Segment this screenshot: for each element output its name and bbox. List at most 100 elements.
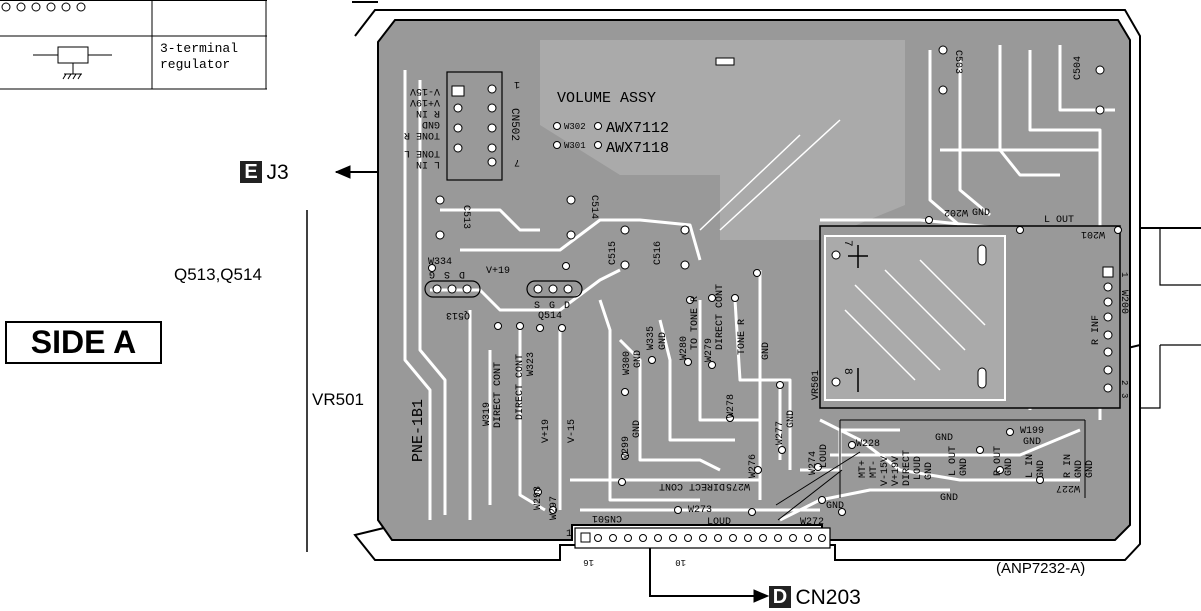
w279-label: W279 [704, 338, 715, 362]
c513-label: C513 [460, 205, 471, 229]
svg-text:V+19V: V+19V [891, 456, 902, 486]
cn502-pin-1-label: 1 [514, 78, 520, 89]
w319-label: W319 [482, 402, 493, 426]
board-code: (ANP7232-A) [996, 560, 1086, 577]
w199-label: W199 [1020, 426, 1044, 437]
c514-label: C514 [588, 195, 599, 219]
q514-pin-d: D [564, 301, 570, 312]
cn502-pin-tonel: TONE L [404, 147, 440, 158]
tone-r-label: TONE R [737, 319, 748, 355]
q513-q514-label: Q513,Q514 [174, 265, 262, 284]
direct-cont-label-4: DIRECT CONT [659, 480, 725, 491]
w278-label: W278 [726, 394, 737, 418]
connector-e-badge: E [240, 161, 262, 183]
cn502-pin-7-label: 7 [514, 156, 520, 167]
svg-text:GND: GND [1036, 460, 1047, 478]
w323-label: W323 [526, 352, 537, 376]
gnd-label-mt: GND [935, 433, 953, 444]
w277-label: W277 [775, 421, 786, 445]
vr-pin-7: 7 [841, 240, 853, 247]
volume-assy-title: VOLUME ASSY [557, 90, 656, 107]
gnd-label-w299: GND [632, 420, 643, 438]
cn502-pads [451, 84, 497, 167]
svg-text:V-15V: V-15V [880, 456, 891, 486]
q514-label: Q514 [538, 311, 562, 322]
connector-d-badge: D [769, 586, 791, 608]
vr-pin-8: 8 [841, 368, 853, 375]
r-inf-label: R INF [1091, 315, 1102, 345]
cn502-pin-v19: V+19V [410, 96, 440, 107]
circle-row-icon [1, 2, 86, 12]
w298-label: W298 [533, 486, 544, 510]
svg-text:MT+: MT+ [858, 460, 869, 478]
v15-column-label: V-15 [567, 419, 578, 443]
svg-text:GND: GND [1085, 460, 1096, 478]
w297-label: W297 [549, 496, 560, 520]
component-pads [428, 45, 1122, 516]
c516-label: C516 [653, 241, 664, 265]
q513-label: Q513 [446, 309, 470, 320]
svg-text:MT-: MT- [869, 460, 880, 478]
svg-text:L IN: L IN [1025, 454, 1036, 478]
v19-label: V+19 [486, 266, 510, 277]
cn502-outline [446, 71, 503, 181]
vr501-board-label: VR501 [811, 370, 822, 400]
loud-label-bottom: LOUD [707, 517, 731, 528]
q513-pin-g: S [444, 268, 450, 279]
cn502-pin-toner: TONE R [404, 129, 440, 140]
cn501-pin-16: 16 [583, 557, 594, 567]
cn502-pin-lin: L IN [416, 158, 440, 169]
cn502-label: CN502 [508, 108, 520, 141]
loud-label-w274: LOUD [819, 444, 830, 468]
svg-text:R OUT: R OUT [993, 446, 1004, 476]
c504-label: C504 [1073, 56, 1084, 80]
gnd-label-bottom: GND [940, 493, 958, 504]
svg-text:R IN: R IN [1063, 454, 1074, 478]
w301-label: W301 [564, 141, 586, 151]
vr-pin-3: 3 [1119, 393, 1129, 398]
side-a-label: SIDE A [5, 321, 162, 364]
connector-d-callout: D CN203 [769, 586, 861, 610]
w201-label: W201 [1081, 228, 1105, 239]
gnd-label-mid: GND [761, 342, 772, 360]
svg-text:GND: GND [959, 458, 970, 476]
w280-label: W280 [679, 336, 690, 360]
svg-text:LOUD: LOUD [913, 456, 924, 480]
svg-text:L OUT: L OUT [948, 446, 959, 476]
c515-label: C515 [608, 241, 619, 265]
vr-pin-2: 2 [1119, 380, 1129, 385]
q513-pin-d: G [429, 268, 435, 279]
gnd-label-w272: GND [826, 501, 844, 512]
regulator-label-line1: 3-terminal [160, 41, 238, 56]
w300-label: W300 [622, 351, 633, 375]
svg-text:GND: GND [1074, 460, 1085, 478]
q513-pin-s: D [459, 268, 465, 279]
v19-column-label: V+19 [541, 419, 552, 443]
w275-label: W275 [726, 480, 750, 491]
q514-pin-s: S [534, 301, 540, 312]
gnd-label-w277: GND [786, 410, 797, 428]
awx7118-label: AWX7118 [606, 140, 669, 157]
l-out-label: L OUT [1044, 215, 1074, 226]
awx7112-label: AWX7112 [606, 120, 669, 137]
w274-label: W274 [808, 451, 819, 475]
w334-label: W334 [428, 257, 452, 268]
direct-cont-label-2: DIRECT CONT [515, 354, 526, 420]
cn502-pin-gnd: GND [422, 118, 440, 129]
gnd-label-w199: GND [1023, 437, 1041, 448]
pne-label: PNE-1B1 [410, 399, 427, 462]
regulator-symbol-icon [33, 46, 112, 80]
cn501-pin-1: 1 [566, 529, 572, 540]
w335-label: W335 [646, 326, 657, 350]
pcb-traces [403, 45, 1120, 522]
w276-label: W276 [748, 454, 759, 478]
w273-label: W273 [688, 505, 712, 516]
to-tone-r-label: TO TONE R [690, 296, 701, 350]
w227-label: W227 [1056, 482, 1080, 493]
cn502-pin-v15: V-15V [410, 85, 440, 96]
cn501-label: CN501 [592, 512, 622, 523]
q514-pin-g: G [549, 301, 555, 312]
direct-cont-label-1: DIRECT CONT [493, 362, 504, 428]
w302-label: W302 [564, 122, 586, 132]
